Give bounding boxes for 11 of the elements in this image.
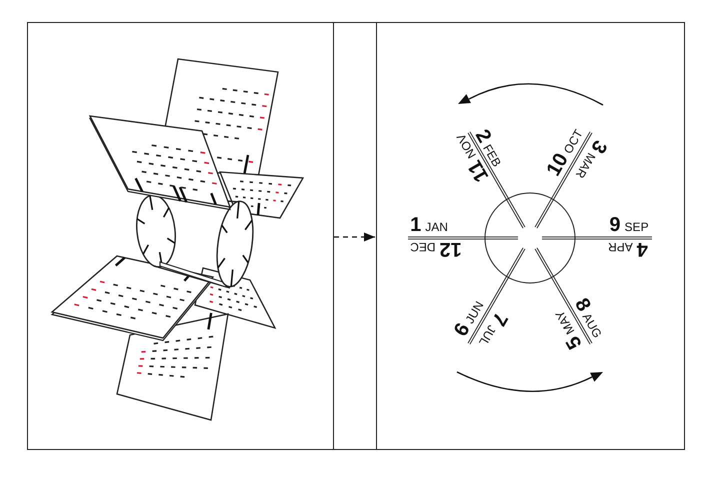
month-number: 9 (609, 215, 621, 235)
month-number: 8 (571, 295, 594, 315)
month-name: JAN (425, 221, 448, 233)
month-name: DEC (410, 241, 436, 253)
month-name: SEP (624, 221, 649, 233)
arrow (334, 232, 375, 242)
month-number: 12 (440, 239, 462, 259)
month-name: JUL (476, 323, 498, 348)
month-name: APR (608, 241, 633, 253)
month-number: 4 (636, 239, 648, 259)
month-number: 1 (410, 215, 422, 235)
